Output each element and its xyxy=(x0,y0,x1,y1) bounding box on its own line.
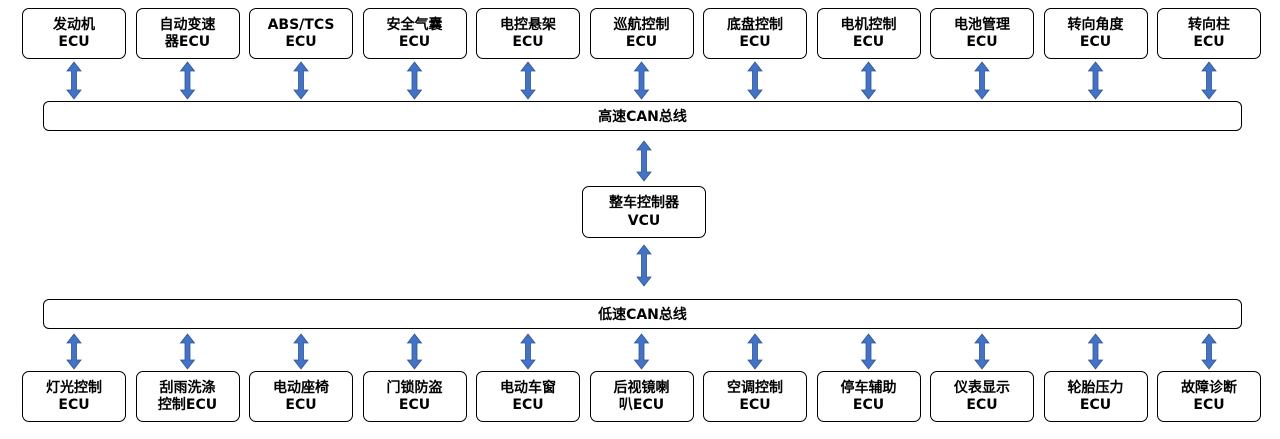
bottom-ecu-label-line2: ECU xyxy=(966,396,998,413)
double-arrow-icon xyxy=(293,61,309,100)
bottom-ecu-label-line2: ECU xyxy=(512,396,544,413)
low-speed-can-bus: 低速CAN总线 xyxy=(43,299,1242,329)
double-arrow-icon xyxy=(1201,61,1217,100)
top-ecu-label-line2: ECU xyxy=(512,33,544,50)
bottom-ecu-label-line1: 电动车窗 xyxy=(500,379,556,396)
top-ecu-label-line1: 底盘控制 xyxy=(727,16,783,33)
double-arrow-icon xyxy=(974,333,990,370)
top-ecu-label-line2: ECU xyxy=(1193,33,1225,50)
top-ecu-label-line1: 安全气囊 xyxy=(386,16,443,33)
bottom-ecu-label-line2: ECU xyxy=(285,396,317,413)
double-arrow-icon xyxy=(179,61,196,100)
top-ecu-label-line2: ECU xyxy=(285,33,317,50)
vcu-label-line2: VCU xyxy=(627,213,661,229)
bottom-ecu-label-line1: 灯光控制 xyxy=(46,379,102,396)
bottom-ecu-box: 后视镜喇叭ECU xyxy=(589,371,694,422)
double-arrow-icon xyxy=(293,333,309,370)
top-ecu-label-line2: ECU xyxy=(739,33,771,50)
double-arrow-icon xyxy=(974,61,990,100)
bottom-ecu-label-line1: 仪表显示 xyxy=(954,379,1010,396)
bottom-ecu-label-line2: 控制ECU xyxy=(157,396,218,413)
bottom-ecu-label-line1: 刮雨洗涤 xyxy=(159,379,216,396)
bottom-ecu-label-line2: ECU xyxy=(1193,396,1225,413)
top-ecu-label-line2: ECU xyxy=(58,33,90,50)
top-ecu-label-line2: ECU xyxy=(625,33,658,50)
bottom-ecu-label-line2: ECU xyxy=(1079,396,1112,413)
top-ecu-label-line1: 巡航控制 xyxy=(613,16,670,33)
vcu-box: 整车控制器 VCU xyxy=(582,186,706,238)
bottom-ecu-box: 刮雨洗涤控制ECU xyxy=(135,371,240,422)
double-arrow-icon xyxy=(636,140,652,182)
bottom-ecu-label-line1: 轮胎压力 xyxy=(1067,379,1124,396)
top-ecu-label-line2: ECU xyxy=(1079,33,1112,50)
double-arrow-icon xyxy=(66,333,82,370)
double-arrow-icon xyxy=(520,333,536,370)
top-ecu-label-line1: 自动变速 xyxy=(159,16,216,33)
double-arrow-icon xyxy=(406,61,423,100)
bottom-ecu-label-line2: ECU xyxy=(58,396,90,413)
top-ecu-label-line1: 电池管理 xyxy=(954,16,1010,33)
top-ecu-box: 自动变速器ECU xyxy=(135,8,240,59)
bottom-ecu-label-line2: ECU xyxy=(739,396,771,413)
double-arrow-icon xyxy=(747,61,763,100)
double-arrow-icon xyxy=(633,61,650,100)
bottom-ecu-label-line2: 叭ECU xyxy=(618,396,665,413)
top-ecu-label-line2: ECU xyxy=(852,33,885,50)
double-arrow-icon xyxy=(860,61,877,100)
low-speed-can-bus-label: 低速CAN总线 xyxy=(598,307,687,323)
bottom-ecu-label-line1: 电动座椅 xyxy=(273,379,329,396)
double-arrow-icon xyxy=(1087,333,1104,370)
double-arrow-icon xyxy=(860,333,877,370)
top-ecu-label-line1: ABS/TCS xyxy=(267,16,335,33)
top-ecu-label-line1: 转向柱 xyxy=(1188,16,1230,33)
bottom-ecu-label-line1: 停车辅助 xyxy=(840,379,897,396)
vcu-label-line1: 整车控制器 xyxy=(609,195,679,211)
high-speed-can-bus: 高速CAN总线 xyxy=(43,101,1242,131)
top-ecu-label-line1: 转向角度 xyxy=(1067,16,1124,33)
bottom-ecu-label-line2: ECU xyxy=(852,396,885,413)
top-ecu-label-line1: 发动机 xyxy=(53,16,95,33)
double-arrow-icon xyxy=(179,333,196,370)
double-arrow-icon xyxy=(520,61,536,100)
top-ecu-label-line2: ECU xyxy=(398,33,431,50)
bottom-ecu-label-line1: 后视镜喇 xyxy=(613,379,670,396)
double-arrow-icon xyxy=(633,333,650,370)
bottom-ecu-label-line1: 空调控制 xyxy=(727,379,783,396)
top-ecu-label-line1: 电机控制 xyxy=(840,16,897,33)
double-arrow-icon xyxy=(747,333,763,370)
double-arrow-icon xyxy=(66,61,82,100)
double-arrow-icon xyxy=(1201,333,1217,370)
double-arrow-icon xyxy=(1087,61,1104,100)
top-ecu-label-line2: ECU xyxy=(966,33,998,50)
double-arrow-icon xyxy=(636,244,652,287)
high-speed-can-bus-label: 高速CAN总线 xyxy=(598,109,687,125)
bottom-ecu-label-line1: 门锁防盗 xyxy=(386,379,443,396)
bottom-ecu-label-line1: 故障诊断 xyxy=(1181,379,1237,396)
double-arrow-icon xyxy=(406,333,423,370)
top-ecu-label-line1: 电控悬架 xyxy=(500,16,556,33)
top-ecu-label-line2: 器ECU xyxy=(164,33,211,50)
bottom-ecu-label-line2: ECU xyxy=(398,396,431,413)
